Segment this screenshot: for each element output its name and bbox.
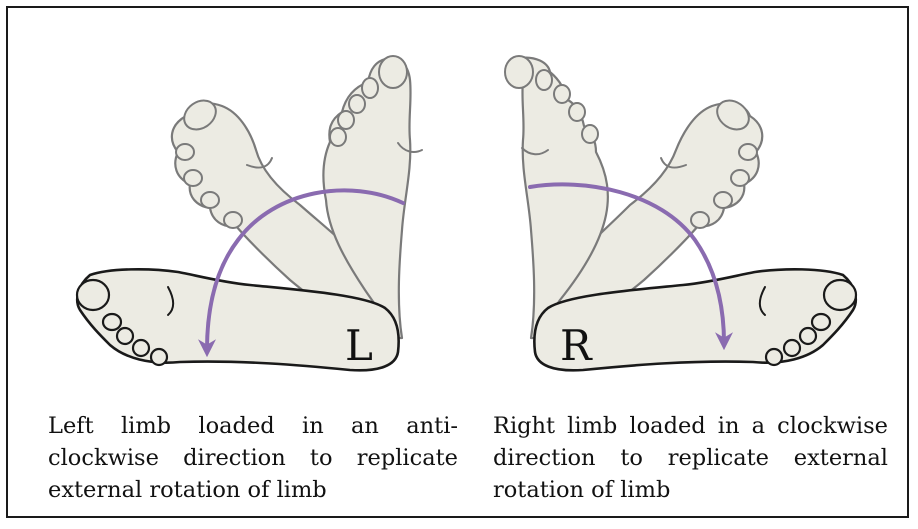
right-limb-letter: R: [560, 321, 593, 370]
right-limb-group: R: [505, 56, 856, 370]
left-limb-letter: L: [345, 321, 373, 370]
left-limb-caption: Left limb loaded in an anti-clockwise di…: [48, 410, 458, 506]
left-limb-group: L: [77, 56, 422, 370]
right-limb-caption: Right limb loaded in a clockwise directi…: [493, 410, 888, 506]
